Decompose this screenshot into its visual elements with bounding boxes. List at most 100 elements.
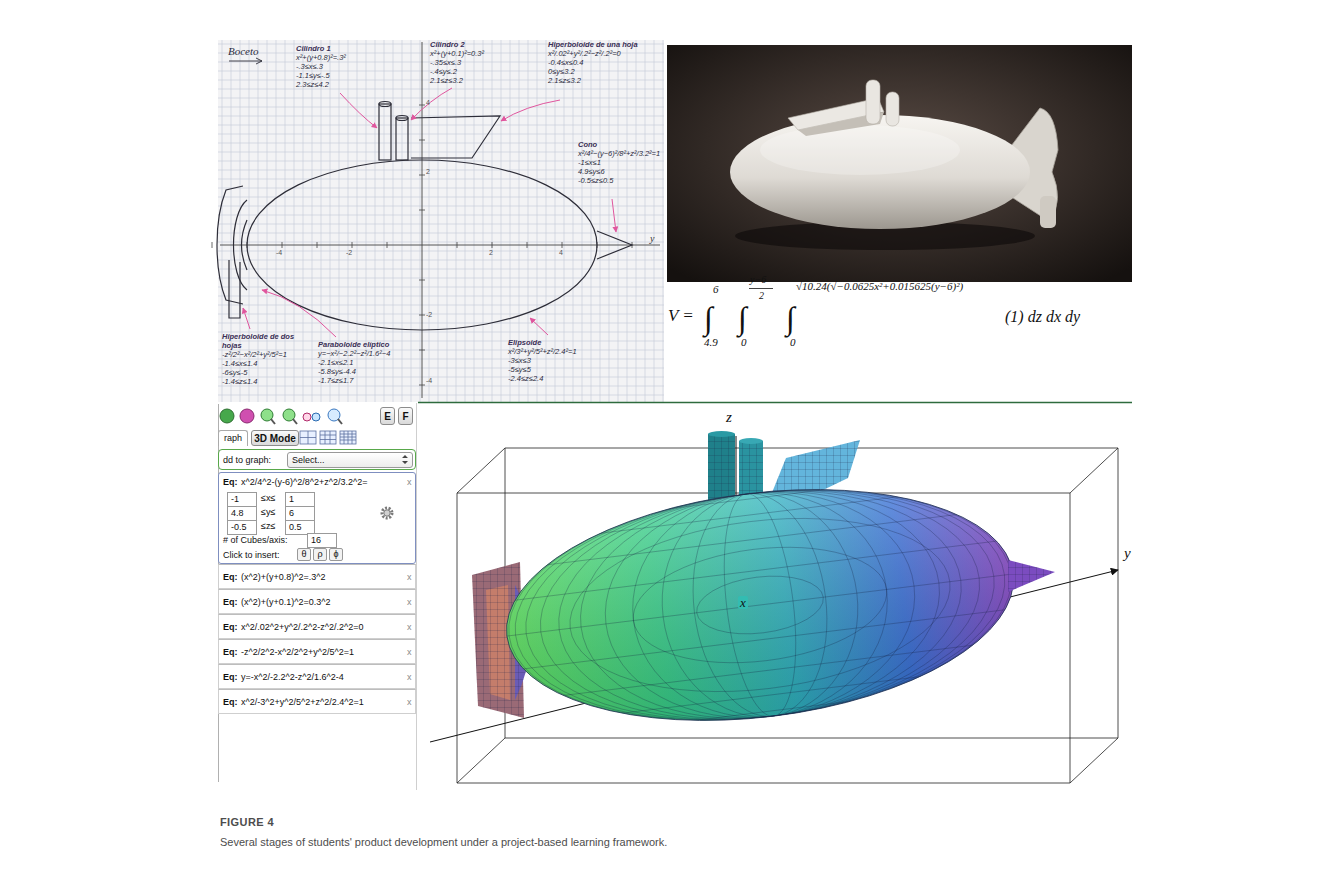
grid-line [402,40,403,402]
bounding-box [457,448,1118,783]
label-group: y [650,233,654,244]
axis-tick [352,242,353,248]
equation-text: (x^2)+(y+0.1)^2=0.3^2 [241,597,330,608]
input-box: 6 [285,506,315,521]
grid-line [218,260,664,261]
button-label: F [402,411,408,422]
axis-label: y [1124,546,1131,561]
sketch-annotation: x²/.02²+y²/.2²−z²/.2²=0 [548,49,660,58]
axis-tick [419,385,425,386]
axis-tick [527,242,528,248]
photo-background [667,45,1132,282]
axis-label: z [726,410,732,425]
grid-line [582,40,583,402]
mesh-line [515,679,1031,742]
cone-surface [1008,560,1055,592]
sketch-annotation: 0≤y≤3.2 [548,67,660,76]
grid-line [218,269,664,270]
grid-line [465,40,466,402]
grid-line [636,40,637,402]
sketch-title: Boceto [228,45,259,58]
grid-line [591,40,592,402]
mesh-line [502,573,1018,636]
integral-limit: 0 [790,336,796,348]
equation-text: x [407,647,412,658]
sketch-annotation: x²+(y+0.8)²=.3² [296,53,392,62]
equation-text: Eq: [223,597,238,608]
grid-line [218,305,664,306]
cylinder-sketch [396,118,408,160]
fin-sketch [229,260,240,318]
equation-row: Eq:x^2/-3^2+y^2/5^2+z^2/2.4^2=1x [218,689,416,714]
printed-nozzle [1040,196,1056,228]
sketch-annotation: -.3≤x≤.3 [296,62,392,71]
sketch-annotation: -2.1≤x≤2.1 [318,358,416,367]
sketch-annotation: -3≤x≤3 [508,356,612,365]
grid-line [218,323,664,324]
sketch-annotation: Cono [578,140,662,149]
input-value: -0.5 [231,522,247,533]
grid-line [312,40,313,402]
grid-line [258,40,259,402]
label-group: Paraboloide elípticoy=−x²/−2.2²−z²/1.6²−… [318,340,416,385]
label-group: Conox²/4²−(y−6)²/8²+z²/3.2²=1-1≤x≤14.9≤y… [578,140,662,185]
button-label: E [384,411,391,422]
zoom-icon [293,419,297,424]
leader-arrow [501,100,560,121]
grid-line [218,188,664,189]
label-group: ∫ [786,302,795,334]
tick-label: 2 [426,168,430,176]
glasses-icon [303,413,311,421]
integral-limit: 6 [713,283,719,295]
tower-sketch [411,116,500,158]
grid-line [411,40,412,402]
grid-line [218,368,664,369]
axis-tick [419,105,425,106]
sketch-annotation: x²/3²+y²/5²+z²/2.4²=1 [508,347,612,356]
cylinder-sketch [396,116,408,121]
photo [667,45,1132,282]
sketch-annotation: -.35≤x≤.3 [430,58,530,67]
sketch-annotation: Hiperboloide de una hoja [548,40,660,49]
figure-number: FIGURE 4 [220,816,274,829]
sketch-annotation: -1.7≤z≤1.7 [318,376,416,385]
equation-text: x [407,622,412,633]
zoom-icon [338,419,342,424]
grid-line [456,40,457,402]
label-group: √10.24(√−0.0625x²+0.015625(y−6)²) [796,280,963,292]
glasses-icon [312,413,320,421]
paraboloid-sketch [242,220,248,270]
equation-text: Eq: [223,622,238,633]
grid-line [218,224,664,225]
grid-icon [320,431,336,444]
updown-icon [402,455,408,464]
integral-limit: 4.9 [704,336,718,348]
leader-arrow [411,88,452,120]
grid-line [218,233,664,234]
label-group: V = [668,307,694,324]
grid-line [218,314,664,315]
equation-text: (x^2)+(y+0.8)^2=.3^2 [241,572,325,583]
grid-icons [300,431,356,444]
sketch-annotation: -0.4≤x≤0.4 [548,58,660,67]
equation-text: Eq: [223,572,238,583]
grid-line [218,386,664,387]
cylinder-sketch [379,102,391,107]
sketch-annotation: x²/4²−(y−6)²/8²+z²/3.2²=1 [578,149,662,158]
printed-cylinder [866,80,880,124]
grid-icon [340,431,356,444]
grid-icon [300,431,316,444]
label-group: -2 [346,249,352,257]
software-panel [219,403,417,790]
field-label: dd to graph: [223,455,271,466]
input-box: -0.5 [227,520,257,535]
axis-tick [419,280,425,281]
axis-label: x [738,596,748,609]
mesh-line [489,468,1005,531]
grid-icon [320,431,336,444]
sketch-annotation: Paraboloide elíptico [318,340,416,349]
grid-line [218,395,664,396]
label-group: 4 [559,249,563,257]
label-group: 6 [713,283,719,295]
grid-line [276,40,277,402]
